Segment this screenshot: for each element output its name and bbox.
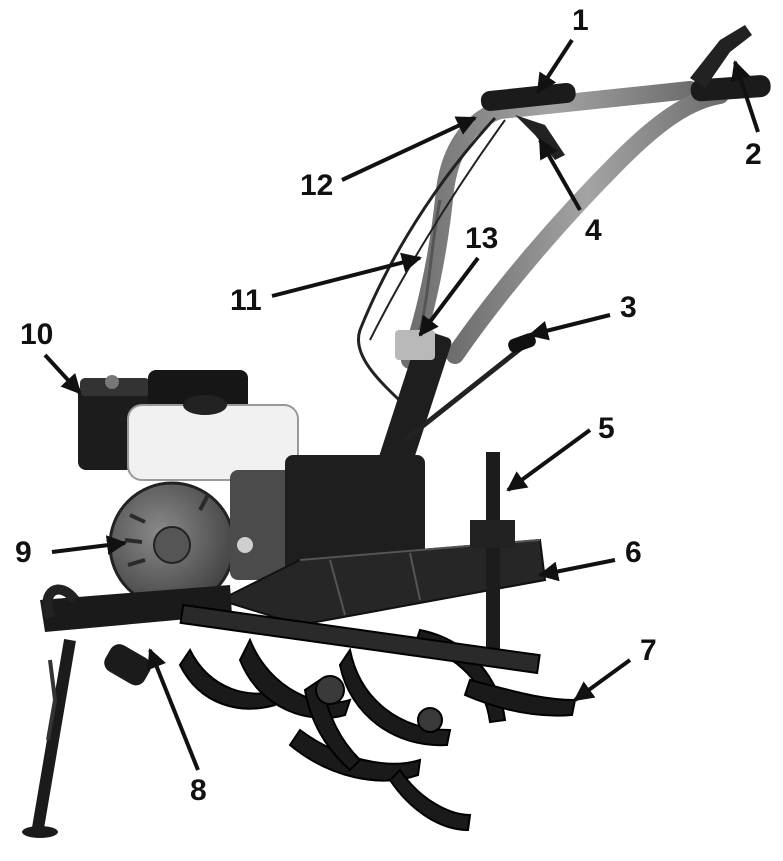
leader-2 [731,60,760,133]
leader-6 [538,558,616,582]
callout-4: 4 [585,214,602,247]
callout-9: 9 [15,536,32,569]
callout-5: 5 [598,412,615,445]
leader-5 [506,428,592,492]
handlebar-assembly [357,25,771,490]
front-frame [40,585,232,632]
leader-7 [573,658,632,702]
leader-13 [418,256,480,337]
clutch-lever [690,25,752,88]
chassis [22,452,547,838]
callout-13: 13 [465,222,498,255]
fuel-cap [183,395,227,415]
callout-labels: 1 2 3 4 5 6 7 8 9 10 11 12 13 [15,4,762,807]
leader-3 [528,313,611,341]
support-stand [32,638,76,830]
fuel-tank [127,404,299,481]
handle-height-adjuster [395,330,435,360]
callout-7: 7 [640,634,657,667]
tines [178,603,577,832]
callout-2: 2 [745,138,762,171]
callout-10: 10 [20,318,53,351]
leader-1 [536,38,574,94]
leader-12 [341,116,477,182]
callout-1: 1 [572,4,589,37]
leader-8 [147,648,200,771]
tiller-illustration [22,25,771,838]
leader-9 [51,535,127,556]
throttle-lever [515,115,565,160]
depth-stake [486,452,500,652]
steering-column [372,330,452,490]
engine [78,370,425,609]
leader-lines [43,38,760,771]
leader-11 [271,252,422,298]
callout-8: 8 [190,774,207,807]
callout-12: 12 [300,169,333,202]
right-grip [690,75,771,102]
callout-11: 11 [230,284,262,317]
callout-6: 6 [625,536,642,569]
leader-10 [43,353,82,395]
callout-3: 3 [620,291,637,324]
leader-4 [538,138,582,211]
